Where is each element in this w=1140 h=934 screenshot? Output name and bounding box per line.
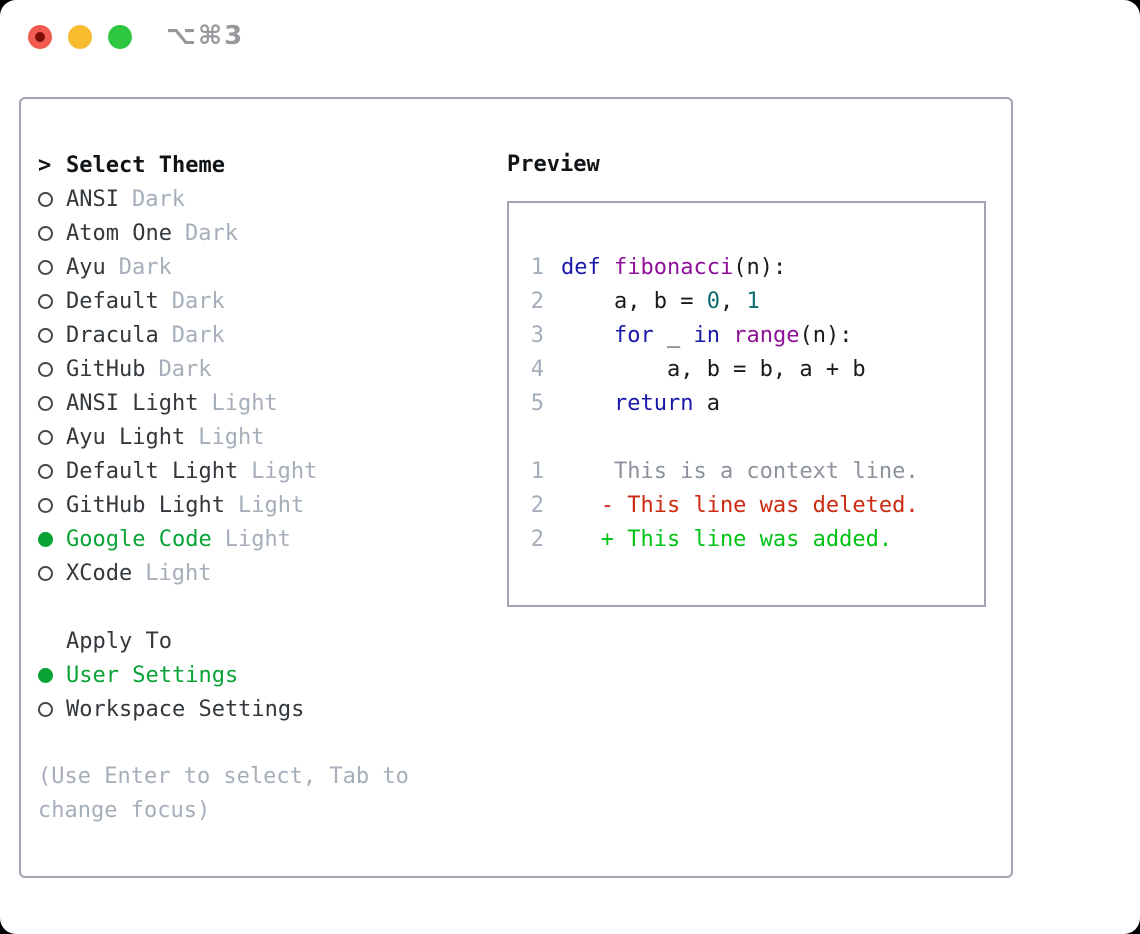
radio-selected-icon: [38, 531, 66, 547]
radio-selected-icon: [38, 667, 66, 683]
theme-item-default-light[interactable]: Default Light Light: [38, 454, 488, 488]
token-plain: ,: [719, 288, 747, 314]
theme-item-ansi-light[interactable]: ANSI Light Light: [38, 386, 488, 420]
blank-line: [530, 420, 984, 454]
titlebar: ⌥⌘3: [0, 0, 1140, 74]
preview-title: Preview: [507, 152, 600, 177]
token-plain: a, b = b, a + b: [561, 356, 866, 382]
line-number: 3: [530, 322, 544, 348]
diff-deleted-line: 2 - This line was deleted.: [530, 488, 984, 522]
theme-picker-panel: > Select Theme ANSI Dark Atom One Dark A…: [19, 97, 1013, 878]
hint-line-2: change focus): [38, 798, 211, 823]
token-plain: (n):: [799, 322, 853, 348]
theme-item-ayu-dark[interactable]: Ayu Dark: [38, 250, 488, 284]
radio-icon: [38, 361, 66, 377]
selection-pointer-icon: >: [38, 152, 52, 178]
minimize-button[interactable]: [68, 25, 92, 49]
code-line-5: 5 return a: [530, 386, 984, 420]
spacer: [38, 726, 488, 760]
radio-icon: [38, 225, 66, 241]
token-plain: a, b =: [561, 288, 707, 314]
theme-item-default-dark[interactable]: Default Dark: [38, 284, 488, 318]
preview-column: Preview 1 def fibonacci(n): 2 a, b = 0, …: [507, 148, 993, 607]
select-theme-title: Select Theme: [66, 152, 225, 178]
token-keyword: def: [561, 254, 601, 280]
code-line-2: 2 a, b = 0, 1: [530, 284, 984, 318]
hint-line-1: (Use Enter to select, Tab to: [38, 764, 409, 789]
token-plain: [720, 323, 733, 348]
radio-icon: [38, 191, 66, 207]
theme-item-atom-one-dark[interactable]: Atom One Dark: [38, 216, 488, 250]
radio-icon: [38, 701, 66, 717]
apply-option-user-settings[interactable]: User Settings: [38, 658, 488, 692]
diff-context-line: 1 This is a context line.: [530, 454, 984, 488]
radio-icon: [38, 293, 66, 309]
token-plain: _: [653, 322, 694, 348]
line-number: 1: [530, 254, 544, 280]
window-title: ⌥⌘3: [166, 21, 245, 51]
line-number: 5: [530, 390, 544, 416]
theme-item-ayu-light[interactable]: Ayu Light Light: [38, 420, 488, 454]
token-plain: a: [693, 390, 720, 416]
code-line-1: 1 def fibonacci(n):: [530, 250, 984, 284]
radio-icon: [38, 395, 66, 411]
theme-item-github-dark[interactable]: GitHub Dark: [38, 352, 488, 386]
line-number: 2: [530, 492, 544, 518]
code-line-4: 4 a, b = b, a + b: [530, 352, 984, 386]
line-number: 1: [530, 458, 544, 484]
spacer: [38, 590, 488, 624]
theme-list-column: > Select Theme ANSI Dark Atom One Dark A…: [38, 148, 488, 828]
radio-icon: [38, 327, 66, 343]
token-plain: [561, 391, 614, 416]
close-button-dot-icon: [35, 32, 45, 42]
token-plain: [561, 323, 614, 348]
select-theme-header: > Select Theme: [38, 148, 488, 182]
line-number: 4: [530, 356, 544, 382]
token-context: This is a context line.: [561, 458, 919, 484]
token-plain: (n):: [733, 254, 787, 280]
radio-icon: [38, 463, 66, 479]
radio-icon: [38, 259, 66, 275]
token-function: range: [733, 322, 800, 348]
token-function: fibonacci: [614, 254, 734, 280]
theme-item-github-light[interactable]: GitHub Light Light: [38, 488, 488, 522]
token-keyword: return: [613, 390, 694, 416]
line-number: 2: [530, 288, 544, 314]
token-keyword: in: [693, 322, 720, 348]
code-line-3: 3 for _ in range(n):: [530, 318, 984, 352]
radio-icon: [38, 565, 66, 581]
token-deleted: - This line was deleted.: [561, 492, 919, 518]
token-keyword: for: [613, 322, 654, 348]
apply-option-workspace-settings[interactable]: Workspace Settings: [38, 692, 488, 726]
theme-item-dracula-dark[interactable]: Dracula Dark: [38, 318, 488, 352]
token-literal: 1: [746, 288, 760, 314]
line-number: 2: [530, 526, 544, 552]
radio-icon: [38, 497, 66, 513]
token-literal: 0: [706, 288, 720, 314]
theme-item-xcode-light[interactable]: XCode Light: [38, 556, 488, 590]
radio-icon: [38, 429, 66, 445]
apply-to-header: Apply To: [38, 624, 488, 658]
theme-item-google-code-light[interactable]: Google Code Light: [38, 522, 488, 556]
preview-pane: 1 def fibonacci(n): 2 a, b = 0, 1 3 for …: [507, 201, 986, 607]
token-plain: [601, 255, 614, 280]
diff-added-line: 2 + This line was added.: [530, 522, 984, 556]
token-added: + This line was added.: [561, 526, 893, 552]
theme-item-ansi-dark[interactable]: ANSI Dark: [38, 182, 488, 216]
keyboard-hint: (Use Enter to select, Tab to change focu…: [38, 760, 488, 828]
apply-to-label: Apply To: [66, 628, 172, 654]
close-button[interactable]: [28, 25, 52, 49]
zoom-button[interactable]: [108, 25, 132, 49]
